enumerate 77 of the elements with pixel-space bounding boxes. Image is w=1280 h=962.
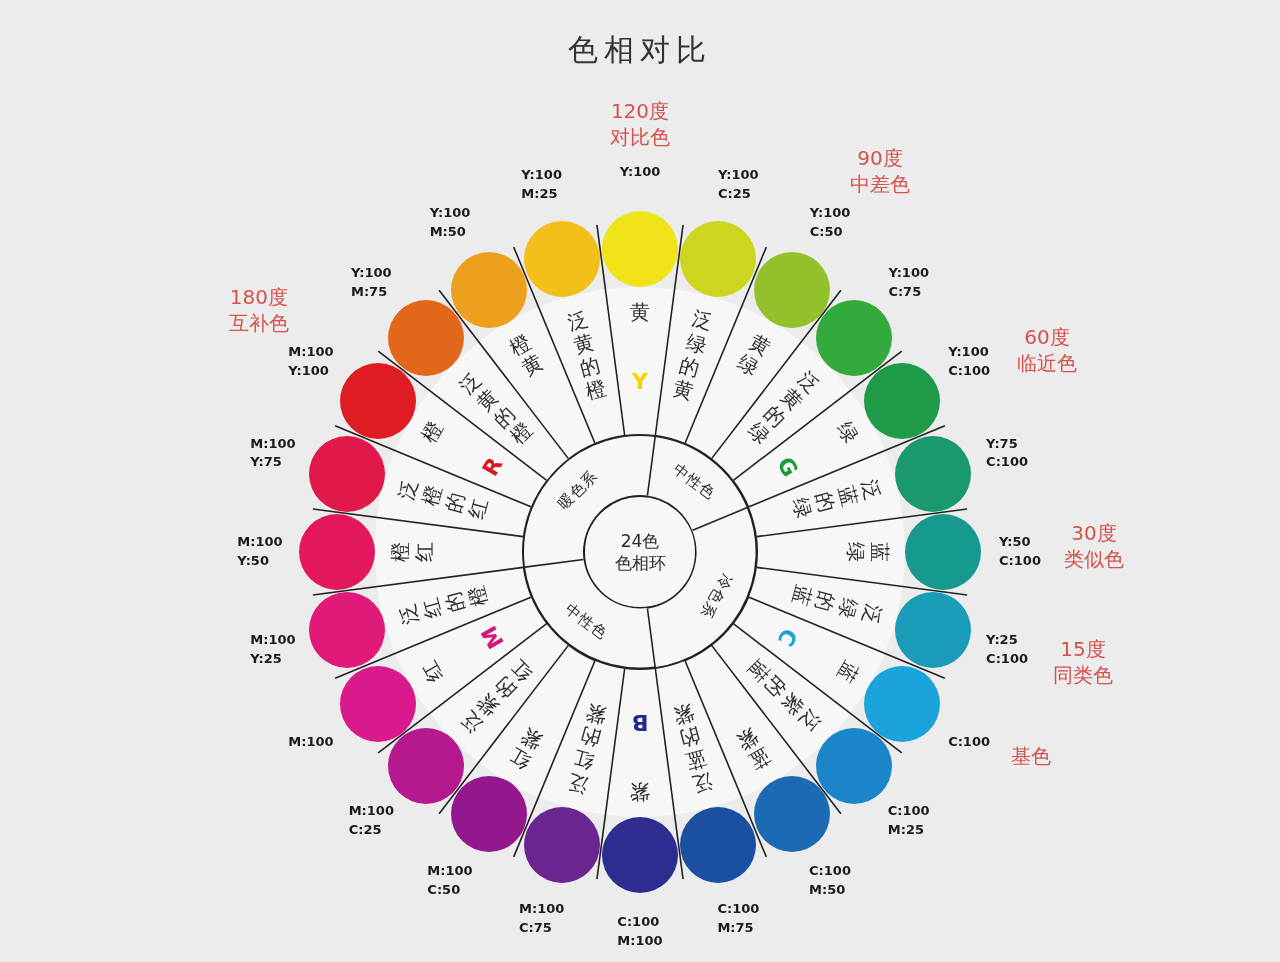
segment-label: 蓝绿 <box>844 541 892 563</box>
cmyk-label: M:100 <box>288 732 334 751</box>
cmyk-label: C:100 M:50 <box>809 862 851 900</box>
hue-segment <box>605 669 675 817</box>
swatch-icon <box>602 817 678 893</box>
title: 色相对比 <box>568 35 712 65</box>
cmyk-label: M:100 C:25 <box>348 801 394 839</box>
swatch-icon <box>894 435 971 512</box>
segment-label: 黄 <box>629 300 651 324</box>
cmyk-label: Y:100 M:25 <box>521 166 562 203</box>
angle-label: 15度同类色 <box>1052 636 1115 689</box>
swatch-icon <box>602 211 678 287</box>
segment-label: 中性色 <box>669 461 718 503</box>
angle-label: 30度类似色 <box>1063 520 1125 572</box>
cmyk-label: Y:100 M:50 <box>429 204 471 241</box>
swatch-icon <box>753 251 830 328</box>
cmyk-label: C:100 M:100 <box>617 913 663 950</box>
swatch-icon <box>523 221 600 298</box>
segment-label: 泛蓝的紫 <box>669 699 716 799</box>
swatch-icon <box>299 514 375 590</box>
cmyk-label: Y:100 M:75 <box>351 264 392 302</box>
cmyk-label: Y:100 <box>619 162 661 181</box>
angle-label: 基色 <box>1010 743 1053 769</box>
cmyk-label: C:100 M:25 <box>887 801 930 839</box>
cmyk-label: M:100 Y:75 <box>250 434 296 472</box>
center-label: 24色色相环 <box>613 529 667 575</box>
cmyk-label: Y:100 C:50 <box>809 204 851 241</box>
segment-label: 紫 <box>629 780 651 804</box>
swatch-icon <box>864 362 941 439</box>
segment-label: 中性色 <box>562 601 610 643</box>
cmyk-label: M:100 C:75 <box>519 900 565 938</box>
segment-label: 橙红 <box>388 541 436 563</box>
angle-label: 180度互补色 <box>227 284 290 336</box>
swatch-icon <box>894 592 971 669</box>
segment-label: 绿 <box>831 416 864 448</box>
swatch-icon <box>309 592 386 669</box>
swatch-icon <box>339 362 416 439</box>
cmyk-label: Y:100 C:75 <box>888 264 929 302</box>
cmyk-label: Y:100 C:25 <box>718 166 759 203</box>
swatch-icon <box>753 776 830 853</box>
angle-label: 120度对比色 <box>609 98 671 150</box>
cmyk-label: Y:25 C:100 <box>986 631 1028 669</box>
cmyk-label: C:100 M:75 <box>717 900 760 938</box>
hue-segment <box>605 287 675 435</box>
cmyk-label: M:100 Y:100 <box>288 343 334 380</box>
angle-label: 60度临近色 <box>1016 324 1079 376</box>
segment-label: 蓝紫 <box>732 723 776 776</box>
swatch-icon <box>450 251 527 328</box>
hue-letter: Y <box>632 371 648 393</box>
segment-label: 暖色系 <box>555 467 601 513</box>
cmyk-label: M:100 Y:25 <box>250 631 296 669</box>
segment-label: 泛绿的黄 <box>669 305 716 405</box>
swatch-icon <box>309 435 386 512</box>
cmyk-label: M:100 Y:50 <box>237 533 283 570</box>
segment-label: 蓝 <box>831 656 864 688</box>
cmyk-label: C:100 <box>948 732 990 751</box>
cmyk-label: Y:50 C:100 <box>999 533 1041 570</box>
segment-label: 冷色系 <box>697 571 735 621</box>
hue-letter: B <box>631 711 649 733</box>
segment-label: 橙黄 <box>504 328 548 381</box>
cmyk-label: Y:100 C:100 <box>948 343 990 380</box>
swatch-icon <box>680 806 757 883</box>
swatch-icon <box>339 665 416 742</box>
segment-label: 泛红的紫 <box>564 699 611 799</box>
cmyk-label: Y:75 C:100 <box>986 434 1028 472</box>
swatch-icon <box>905 514 981 590</box>
swatch-icon <box>680 221 757 298</box>
angle-label: 90度中差色 <box>849 144 911 197</box>
segment-label: 泛黄的橙 <box>564 305 611 405</box>
segment-label: 橙 <box>416 416 448 448</box>
swatch-icon <box>864 665 941 742</box>
segment-label: 红 <box>416 656 448 688</box>
swatch-icon <box>523 806 600 883</box>
segment-label: 红紫 <box>504 723 548 776</box>
cmyk-label: M:100 C:50 <box>427 862 473 900</box>
segment-label: 黄绿 <box>732 328 776 381</box>
swatch-icon <box>450 776 527 853</box>
